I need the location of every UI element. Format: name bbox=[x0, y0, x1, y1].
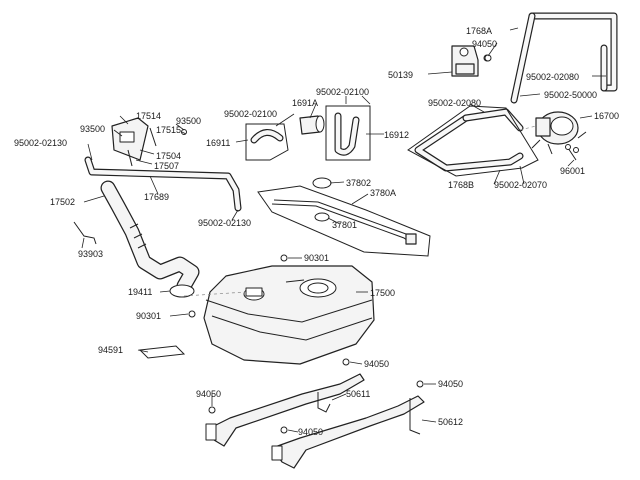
label-94050-a: 94050 bbox=[472, 39, 497, 49]
bracket-50612 bbox=[271, 395, 425, 469]
label-90301-b: 90301 bbox=[136, 311, 161, 321]
label-93903: 93903 bbox=[78, 249, 103, 259]
label-95002-02130-a: 95002-02130 bbox=[14, 138, 67, 148]
label-93500-b: 93500 bbox=[176, 116, 201, 126]
label-94050-b: 94050 bbox=[364, 359, 389, 369]
label-95002-50000: 95002-50000 bbox=[544, 90, 597, 100]
label-95002-02080-a: 95002-02080 bbox=[526, 72, 579, 82]
frame-1768B bbox=[414, 108, 537, 172]
label-1768A: 1768A bbox=[466, 26, 492, 36]
vent-3780A-box bbox=[257, 185, 431, 257]
label-94050-e: 94050 bbox=[438, 379, 463, 389]
nuts-and-bolts bbox=[188, 54, 492, 434]
fuel-tank-17500 bbox=[183, 265, 375, 365]
fitting-1691A bbox=[299, 115, 325, 135]
clip-93903 bbox=[73, 221, 97, 245]
label-16700: 16700 bbox=[594, 111, 619, 121]
label-50612: 50612 bbox=[438, 417, 463, 427]
label-90301-a: 90301 bbox=[304, 253, 329, 263]
hose-16912 bbox=[334, 112, 360, 156]
bolt-96001 bbox=[565, 144, 577, 161]
part-labels: 1768A 94050 50139 95002-02080 95002-5000… bbox=[14, 26, 619, 437]
label-19411: 19411 bbox=[128, 287, 152, 297]
clamp-19411 bbox=[169, 284, 195, 298]
valve-group-17514 bbox=[111, 117, 187, 167]
label-50139: 50139 bbox=[388, 70, 413, 80]
label-37802: 37802 bbox=[346, 178, 371, 188]
label-95002-02070: 95002-02070 bbox=[494, 180, 547, 190]
fuel-pump-16700 bbox=[531, 111, 587, 155]
label-16911: 16911 bbox=[206, 138, 230, 148]
vent-tube-3780A bbox=[271, 177, 417, 245]
bracket-50611 bbox=[205, 373, 365, 447]
label-93500-a: 93500 bbox=[80, 124, 105, 134]
label-17689: 17689 bbox=[144, 192, 169, 202]
label-95002-02130-b: 95002-02130 bbox=[198, 218, 251, 228]
label-94050-c: 94050 bbox=[196, 389, 221, 399]
hose-16911 bbox=[250, 129, 284, 144]
frame-1768B-outline bbox=[407, 105, 539, 177]
hose-17689 bbox=[84, 156, 242, 212]
label-16912: 16912 bbox=[384, 130, 409, 140]
filler-hose-17502 bbox=[100, 180, 200, 294]
label-95002-02080-b: 95002-02080 bbox=[428, 98, 481, 108]
leader-lines bbox=[81, 27, 606, 433]
hose-16911-box bbox=[245, 123, 289, 161]
label-37801: 37801 bbox=[332, 220, 357, 230]
label-95002-02100-a: 95002-02100 bbox=[316, 87, 369, 97]
label-17502: 17502 bbox=[50, 197, 75, 207]
label-3780A: 3780A bbox=[370, 188, 396, 198]
hose-16912-box bbox=[325, 105, 371, 161]
strap-94591 bbox=[138, 345, 186, 359]
label-95002-02100-b: 95002-02100 bbox=[224, 109, 277, 119]
bracket-50139 bbox=[451, 45, 491, 77]
label-94050-d: 94050 bbox=[298, 427, 323, 437]
label-17515: 17515 bbox=[156, 125, 181, 135]
label-17500: 17500 bbox=[370, 288, 395, 298]
label-96001: 96001 bbox=[560, 166, 585, 176]
label-17514: 17514 bbox=[136, 111, 161, 121]
label-17507: 17507 bbox=[154, 161, 179, 171]
frame-1768A bbox=[510, 12, 618, 104]
label-17504: 17504 bbox=[156, 151, 181, 161]
label-1768B: 1768B bbox=[448, 180, 474, 190]
label-50611: 50611 bbox=[346, 389, 370, 399]
label-1691A: 1691A bbox=[292, 98, 318, 108]
label-94591: 94591 bbox=[98, 345, 123, 355]
